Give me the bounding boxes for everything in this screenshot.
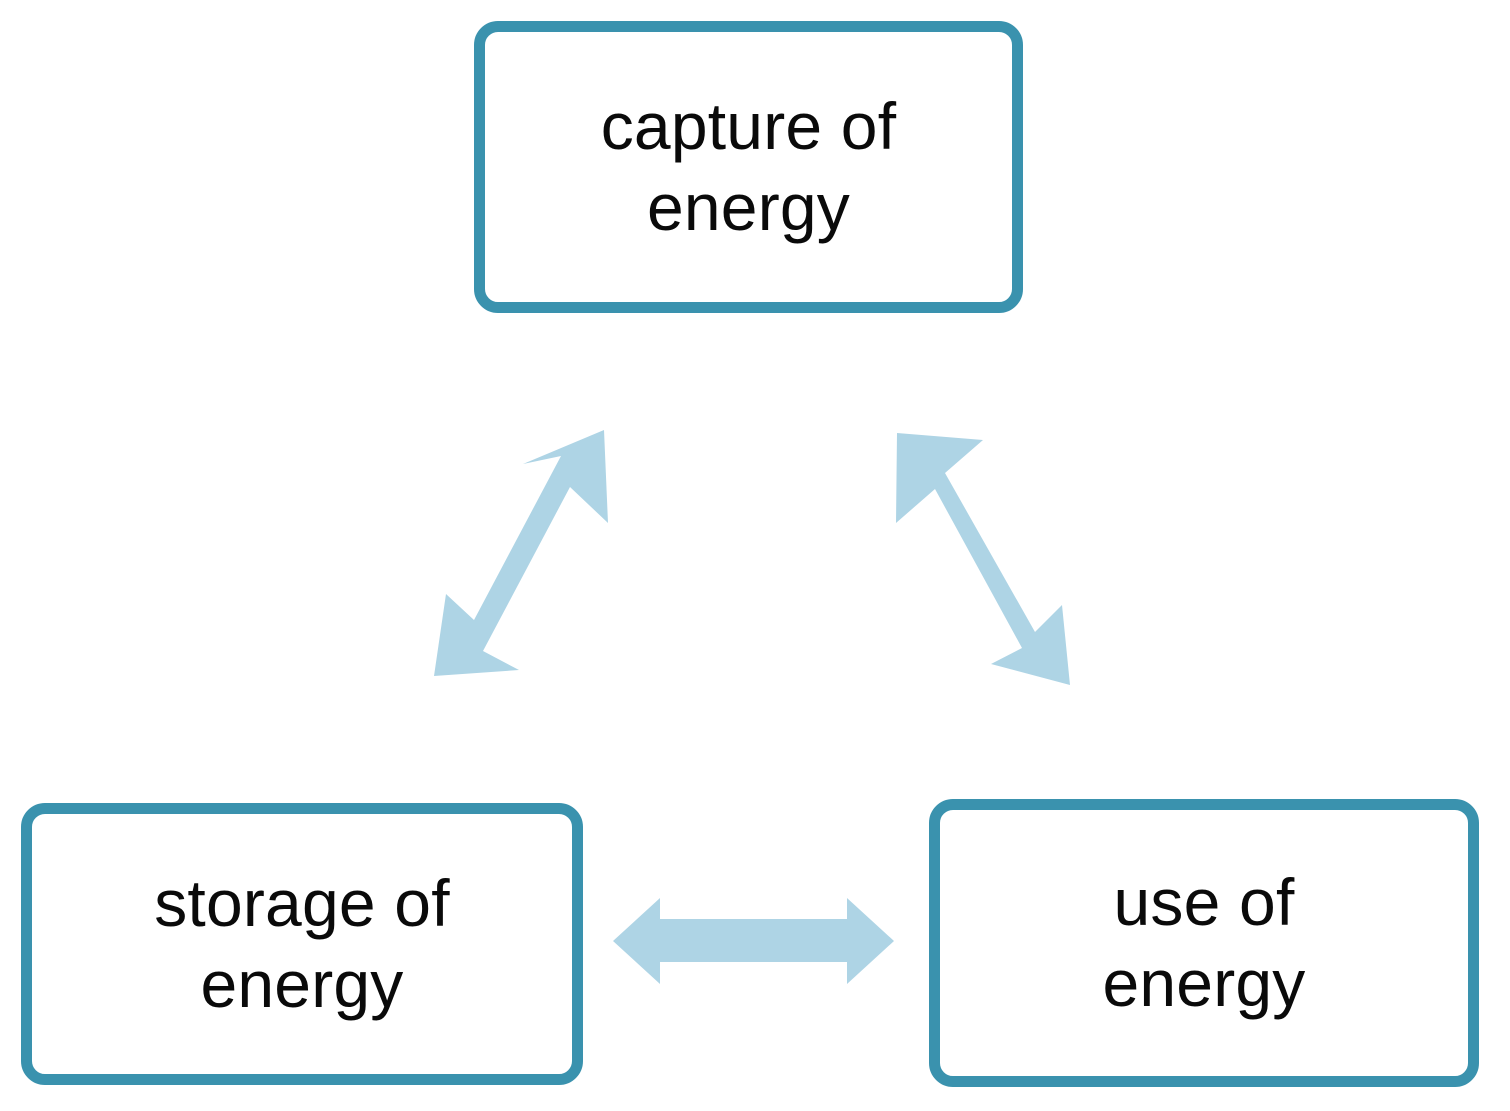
node-storage-of-energy[interactable]: storage of energy	[21, 803, 583, 1085]
connector-capture-use[interactable]	[896, 433, 1070, 685]
node-capture-of-energy[interactable]: capture of energy	[474, 21, 1023, 313]
node-use-of-energy[interactable]: use of energy	[929, 799, 1479, 1087]
node-storage-label: storage of energy	[154, 866, 450, 1021]
double-arrow-diagonal-left[interactable]	[434, 430, 608, 676]
double-arrow-diagonal-right[interactable]	[896, 433, 1070, 685]
connector-capture-storage[interactable]	[434, 430, 608, 676]
double-arrow-horizontal[interactable]	[613, 898, 894, 984]
connector-storage-use[interactable]	[613, 898, 894, 984]
node-capture-label: capture of energy	[600, 89, 897, 244]
node-use-label: use of energy	[1102, 865, 1306, 1020]
